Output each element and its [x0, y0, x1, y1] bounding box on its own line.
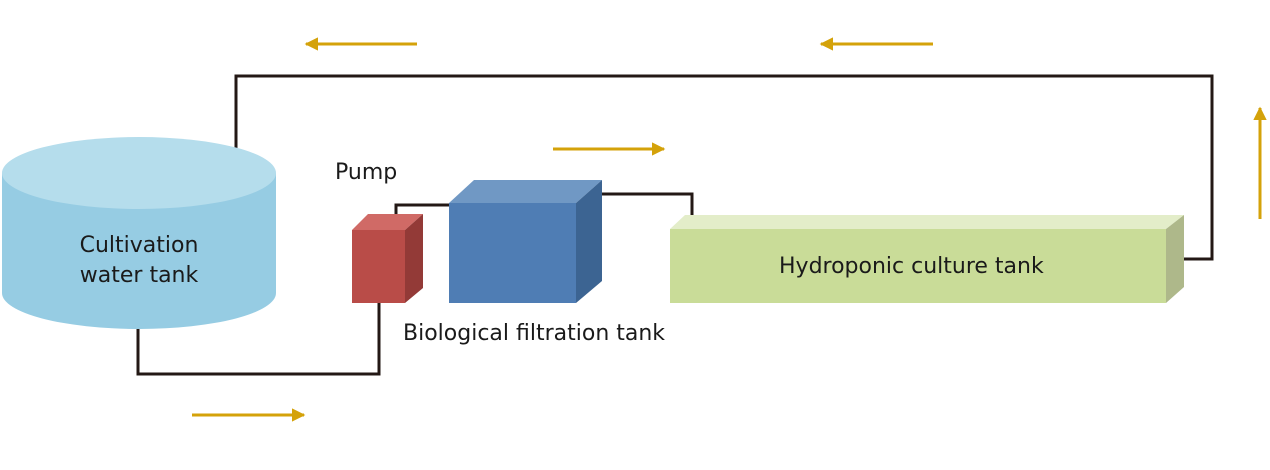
cultivation-label-line1: Cultivation: [79, 233, 199, 258]
biofilter-top: [449, 180, 602, 203]
pump-label: Pump: [335, 160, 398, 185]
outlet-pipe: [136, 303, 381, 376]
biofilter-front: [449, 203, 576, 303]
cultivation-water-tank: [2, 137, 276, 329]
filter-to-hydroponic-pipe: [589, 192, 694, 215]
hydroponic-side: [1166, 215, 1184, 303]
pipes: [136, 74, 1214, 376]
biological-filtration-tank: [449, 180, 602, 303]
return-pipe: [234, 74, 1214, 261]
pump-side: [405, 214, 423, 303]
pump-to-filter-pipe: [394, 203, 449, 215]
pump-top: [352, 214, 423, 230]
pump-front: [352, 230, 405, 303]
water-tank-top: [2, 137, 276, 209]
biofilter-side: [576, 180, 602, 303]
cultivation-water-tank-label: Cultivation water tank: [60, 231, 218, 291]
hydroponic-culture-tank: [670, 215, 1184, 303]
cultivation-label-line2: water tank: [79, 263, 199, 288]
flow-arrows: [192, 37, 1267, 422]
biological-filtration-tank-label: Biological filtration tank: [403, 321, 666, 346]
hydroponic-culture-tank-label: Hydroponic culture tank: [779, 254, 1044, 279]
pump: [352, 214, 423, 303]
hydroponic-top: [670, 215, 1184, 229]
water-tank-body: [2, 173, 276, 329]
hydroponic-front: [670, 229, 1166, 303]
